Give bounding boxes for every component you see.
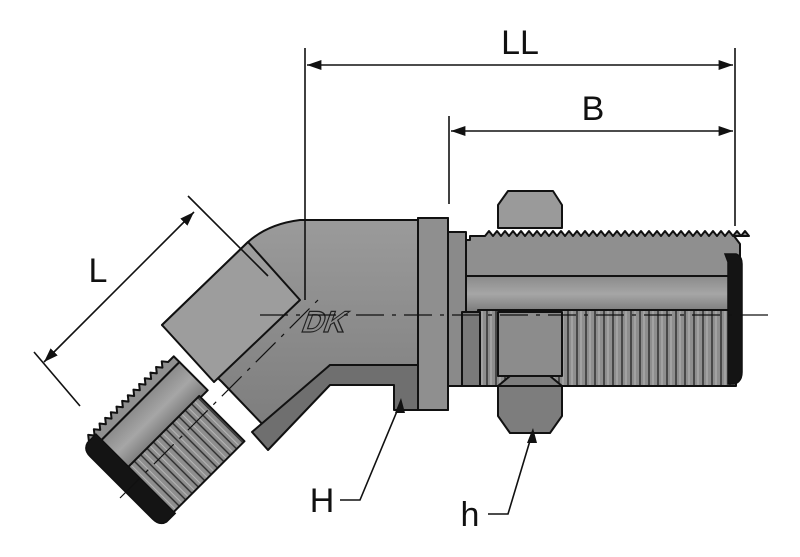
center-lines xyxy=(119,299,772,499)
ll-label: LL xyxy=(501,24,539,62)
h-label: H xyxy=(310,482,335,520)
angled-end xyxy=(85,355,246,525)
l-label: L xyxy=(89,252,108,290)
h-leader xyxy=(340,403,401,501)
h-small-leader xyxy=(488,433,533,515)
callout-h-upper: H xyxy=(310,398,405,520)
body-collar xyxy=(417,217,449,411)
bulkhead-section xyxy=(445,190,750,434)
locknut-top-flat xyxy=(497,190,563,229)
callout-h-lower: h xyxy=(461,428,537,534)
b-label: B xyxy=(582,90,605,128)
dimension-l: L xyxy=(33,195,269,407)
left-seal-ring xyxy=(85,433,177,525)
right-seal-ring xyxy=(723,253,743,385)
tube-body xyxy=(451,275,739,313)
elbow-body: DK xyxy=(161,217,449,451)
l-dimension-line xyxy=(43,211,195,363)
locknut-lower-hex xyxy=(497,375,563,434)
top-thread-profile xyxy=(451,230,750,279)
dimension-b: B xyxy=(448,90,733,204)
locknut-body xyxy=(497,311,563,377)
angled-hex-face xyxy=(161,241,301,383)
h-small-label: h xyxy=(461,496,480,534)
angled-top-thread xyxy=(87,355,181,448)
undercut-ring xyxy=(461,311,481,387)
dimension-ll: LL xyxy=(304,24,736,300)
